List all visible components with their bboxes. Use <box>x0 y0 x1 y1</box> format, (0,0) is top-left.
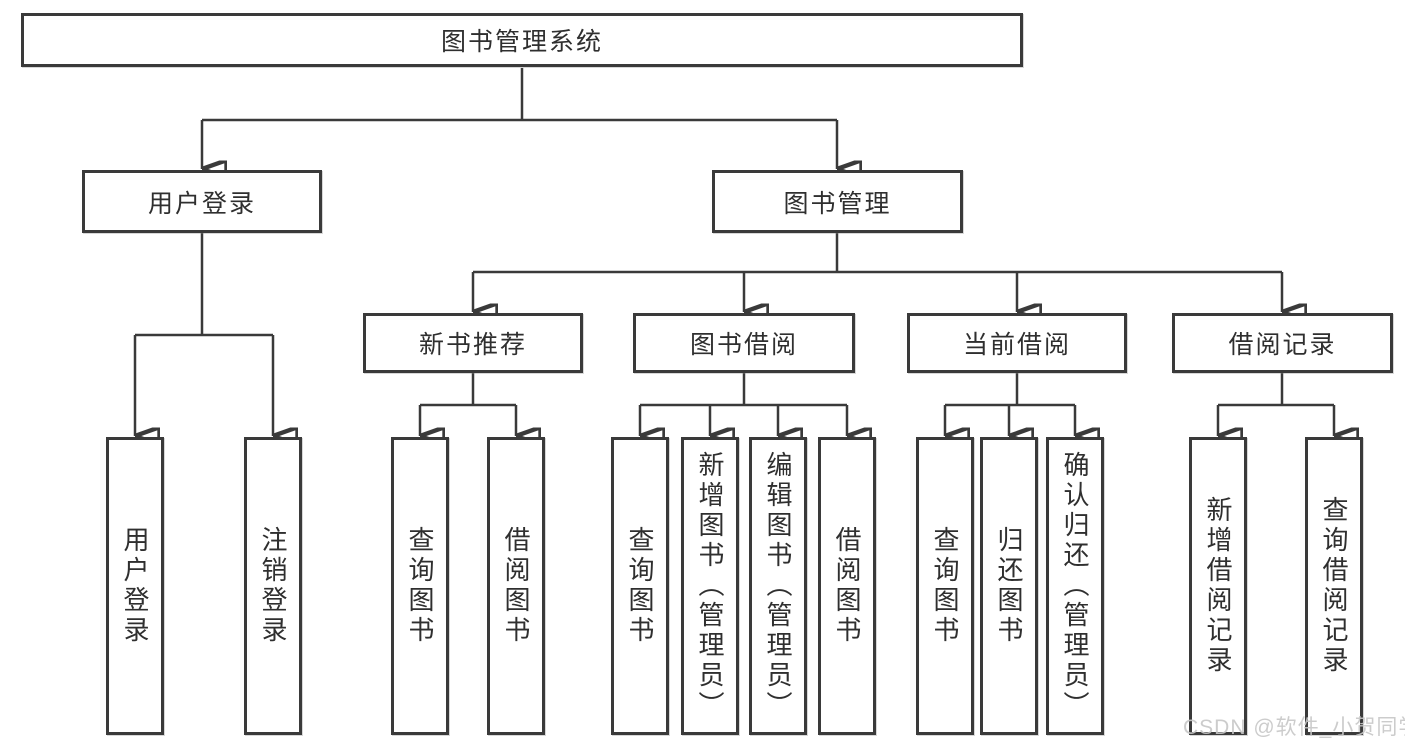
node-current-borrowing-label: 当前借阅 <box>962 331 1071 359</box>
node-bb-edit-books-label: 编辑图书（管理员） <box>763 451 793 721</box>
node-borrowing-records: 借阅记录 <box>1172 313 1393 373</box>
node-logout-leaf: 注销登录 <box>244 437 302 735</box>
node-bb-borrow-books: 借阅图书 <box>818 437 876 735</box>
node-cb-return-books: 归还图书 <box>980 437 1038 735</box>
node-book-borrowing-label: 图书借阅 <box>689 331 798 359</box>
node-current-borrowing: 当前借阅 <box>907 313 1127 373</box>
node-nb-borrow-books: 借阅图书 <box>487 437 545 735</box>
node-bb-borrow-books-label: 借阅图书 <box>832 526 862 646</box>
node-nb-borrow-books-label: 借阅图书 <box>501 526 531 646</box>
node-new-book-recommend-label: 新书推荐 <box>418 331 527 359</box>
node-br-add-record: 新增借阅记录 <box>1189 437 1247 735</box>
node-bb-query-books: 查询图书 <box>611 437 669 735</box>
node-br-add-record-label: 新增借阅记录 <box>1203 496 1233 676</box>
node-user-login-leaf: 用户登录 <box>106 437 164 735</box>
node-cb-query-books-label: 查询图书 <box>930 526 960 646</box>
node-cb-query-books: 查询图书 <box>916 437 974 735</box>
node-br-query-record-label: 查询借阅记录 <box>1319 496 1349 676</box>
node-root: 图书管理系统 <box>21 13 1023 67</box>
node-logout-leaf-label: 注销登录 <box>258 526 288 646</box>
node-bb-add-books-label: 新增图书（管理员） <box>695 451 725 721</box>
node-user-login-label: 用户登录 <box>147 189 256 218</box>
node-new-book-recommend: 新书推荐 <box>363 313 583 373</box>
node-nb-query-books-label: 查询图书 <box>405 526 435 646</box>
node-nb-query-books: 查询图书 <box>391 437 449 735</box>
node-bb-query-books-label: 查询图书 <box>625 526 655 646</box>
node-cb-return-books-label: 归还图书 <box>994 526 1024 646</box>
node-cb-confirm-return: 确认归还（管理员） <box>1046 437 1104 735</box>
node-root-label: 图书管理系统 <box>440 28 603 56</box>
node-bb-add-books: 新增图书（管理员） <box>681 437 739 735</box>
node-bb-edit-books: 编辑图书（管理员） <box>749 437 807 735</box>
node-book-management: 图书管理 <box>712 170 963 233</box>
csdn-watermark: CSDN @软件_小贺同学 <box>1183 716 1405 739</box>
node-book-management-label: 图书管理 <box>783 189 892 218</box>
node-user-login: 用户登录 <box>82 170 322 233</box>
node-cb-confirm-return-label: 确认归还（管理员） <box>1060 451 1090 721</box>
node-user-login-leaf-label: 用户登录 <box>120 526 150 646</box>
node-borrowing-records-label: 借阅记录 <box>1228 331 1337 359</box>
node-br-query-record: 查询借阅记录 <box>1305 437 1363 735</box>
node-book-borrowing: 图书借阅 <box>633 313 855 373</box>
